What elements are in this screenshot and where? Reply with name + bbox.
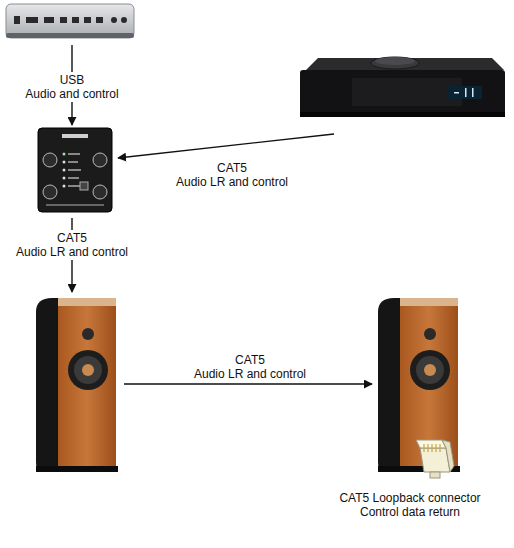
cable-label: CAT5 Audio LR and control (173, 160, 291, 190)
cable-label: USB Audio and control (22, 72, 121, 102)
loopback-connector (416, 440, 454, 478)
cable-label: CAT5 Audio LR and control (13, 230, 131, 260)
cable-label: CAT5 Audio LR and control (191, 352, 309, 382)
speaker (36, 298, 118, 472)
part-label: CAT5 Loopback connector Control data ret… (336, 490, 483, 520)
speaker (378, 298, 460, 472)
cable-arrow (124, 383, 372, 384)
cable-arrow (118, 134, 334, 158)
interface-box (38, 128, 112, 212)
control-unit (300, 57, 505, 117)
computer (6, 4, 134, 38)
